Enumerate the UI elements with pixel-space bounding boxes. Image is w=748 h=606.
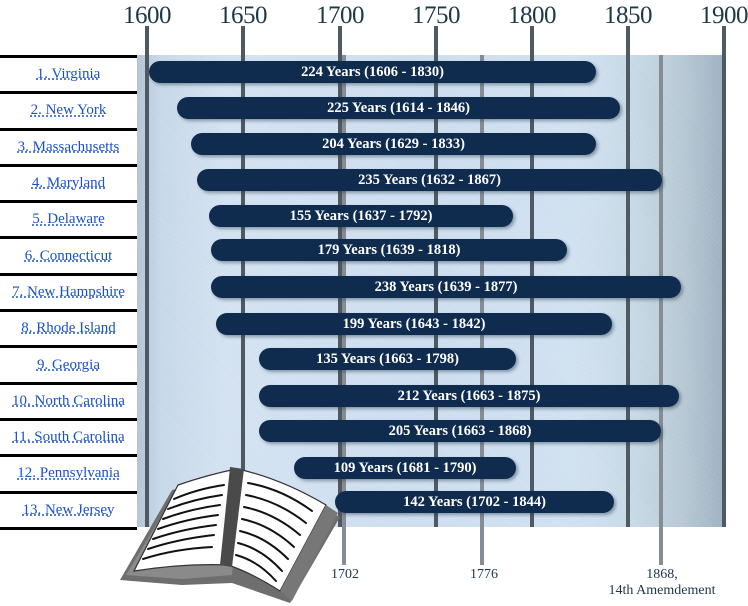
axis-tick-1650: 1650 bbox=[219, 2, 268, 29]
bar-new-hampshire: 238 Years (1639 - 1877) bbox=[211, 276, 681, 298]
bar-maryland: 235 Years (1632 - 1867) bbox=[197, 169, 662, 191]
bar-connecticut: 179 Years (1639 - 1818) bbox=[211, 239, 567, 261]
state-link-virginia[interactable]: 1. Virginia bbox=[36, 66, 101, 83]
state-row: 4. Maryland bbox=[0, 163, 137, 201]
bar-new-jersey: 142 Years (1702 - 1844) bbox=[335, 491, 614, 513]
axis-tick-1700: 1700 bbox=[316, 2, 365, 29]
axis-tick-1750: 1750 bbox=[412, 2, 461, 29]
marker-line-1868 bbox=[659, 55, 663, 565]
axis-tick-1900: 1900 bbox=[700, 2, 748, 29]
bar-massachusetts: 204 Years (1629 - 1833) bbox=[191, 133, 596, 155]
state-link-new-hampshire[interactable]: 7. New Hampshire bbox=[12, 283, 125, 300]
state-row: 2. New York bbox=[0, 91, 137, 128]
bar-rhode-island: 199 Years (1643 - 1842) bbox=[216, 313, 612, 335]
axis-tick-1800: 1800 bbox=[508, 2, 557, 29]
state-link-massachusetts[interactable]: 3. Massachusetts bbox=[17, 138, 120, 155]
marker-line-1702 bbox=[342, 55, 346, 565]
marker-label-1868: 1868, 14th Amemdement bbox=[609, 567, 716, 599]
open-book-icon bbox=[120, 467, 340, 603]
state-row: 12. Pennsylvania bbox=[0, 454, 137, 491]
state-row: 9. Georgia bbox=[0, 345, 137, 382]
state-list: 1. Virginia 2. New York 3. Massachusetts… bbox=[0, 55, 137, 530]
state-row: 8. Rhode Island bbox=[0, 309, 137, 346]
bar-delaware: 155 Years (1637 - 1792) bbox=[209, 205, 513, 227]
state-row: 3. Massachusetts bbox=[0, 127, 137, 164]
bar-pennsylvania: 109 Years (1681 - 1790) bbox=[294, 457, 516, 479]
state-link-connecticut[interactable]: 6. Connecticut bbox=[24, 247, 113, 264]
state-row: 6. Connecticut bbox=[0, 236, 137, 273]
state-link-maryland[interactable]: 4. Maryland bbox=[31, 175, 106, 192]
state-link-delaware[interactable]: 5. Delaware bbox=[32, 211, 105, 228]
gridline-1900 bbox=[722, 26, 726, 527]
state-link-pennsylvania[interactable]: 12. Pennsylvania bbox=[17, 465, 120, 482]
state-link-south-carolina[interactable]: 11. South Carolina bbox=[12, 429, 125, 446]
bar-north-carolina: 212 Years (1663 - 1875) bbox=[259, 385, 679, 407]
state-link-rhode-island[interactable]: 8. Rhode Island bbox=[21, 320, 116, 337]
state-row: 5. Delaware bbox=[0, 200, 137, 237]
state-link-new-york[interactable]: 2. New York bbox=[30, 102, 107, 119]
axis-tick-1600: 1600 bbox=[123, 2, 172, 29]
state-row: 7. New Hampshire bbox=[0, 272, 137, 310]
bar-virginia: 224 Years (1606 - 1830) bbox=[149, 61, 596, 83]
gridline-1600 bbox=[145, 26, 149, 527]
state-link-georgia[interactable]: 9. Georgia bbox=[36, 356, 101, 373]
bar-georgia: 135 Years (1663 - 1798) bbox=[259, 348, 516, 370]
state-link-north-carolina[interactable]: 10. North Carolina bbox=[12, 392, 125, 409]
bar-new-york: 225 Years (1614 - 1846) bbox=[177, 97, 620, 119]
state-row: 1. Virginia bbox=[0, 55, 137, 92]
state-link-new-jersey[interactable]: 13. New Jersey bbox=[22, 501, 115, 518]
state-row: 13. New Jersey bbox=[0, 490, 137, 530]
state-row: 10. North Carolina bbox=[0, 381, 137, 418]
axis-tick-1850: 1850 bbox=[604, 2, 653, 29]
marker-line-1776 bbox=[480, 55, 484, 565]
marker-label-1776: 1776 bbox=[470, 567, 498, 582]
state-row: 11. South Carolina bbox=[0, 417, 137, 455]
marker-label-1868-year: 1868, bbox=[646, 567, 678, 582]
marker-label-1702: 1702 bbox=[331, 567, 359, 582]
bar-south-carolina: 205 Years (1663 - 1868) bbox=[259, 420, 661, 442]
marker-label-1868-note: 14th Amemdement bbox=[608, 583, 716, 598]
